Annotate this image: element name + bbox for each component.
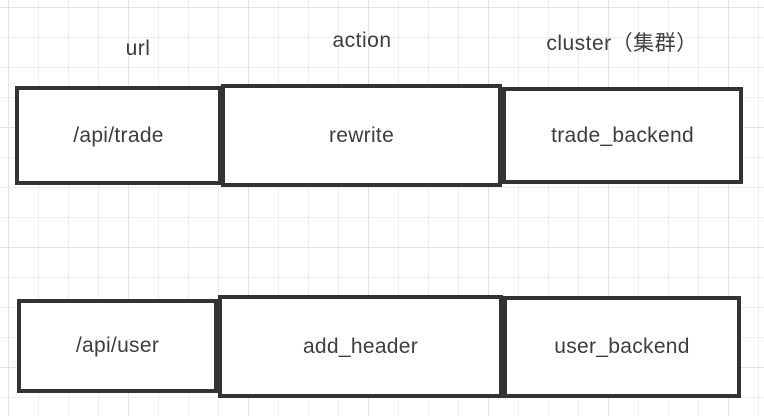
shape-row1-action-label: rewrite — [328, 123, 395, 147]
shape-row1-action: rewrite — [221, 84, 502, 187]
shape-row2-url-label: /api/user — [75, 334, 160, 357]
shape-row1-cluster-label: trade_backend — [551, 123, 694, 147]
column-header-action: action — [332, 29, 392, 52]
shape-row2-action: add_header — [218, 295, 503, 398]
column-header-cluster: cluster（集群） — [546, 32, 698, 55]
shape-row1-url: /api/trade — [15, 86, 222, 185]
shape-row1-url-label: /api/trade — [73, 123, 164, 147]
shape-row2-cluster: user_backend — [503, 296, 741, 398]
shape-row1-cluster: trade_backend — [502, 87, 743, 184]
shape-row2-url: /api/user — [17, 299, 218, 393]
shape-row2-cluster-label: user_backend — [554, 335, 690, 358]
shape-row2-action-label: add_header — [302, 334, 419, 358]
column-header-url: url — [125, 37, 151, 60]
